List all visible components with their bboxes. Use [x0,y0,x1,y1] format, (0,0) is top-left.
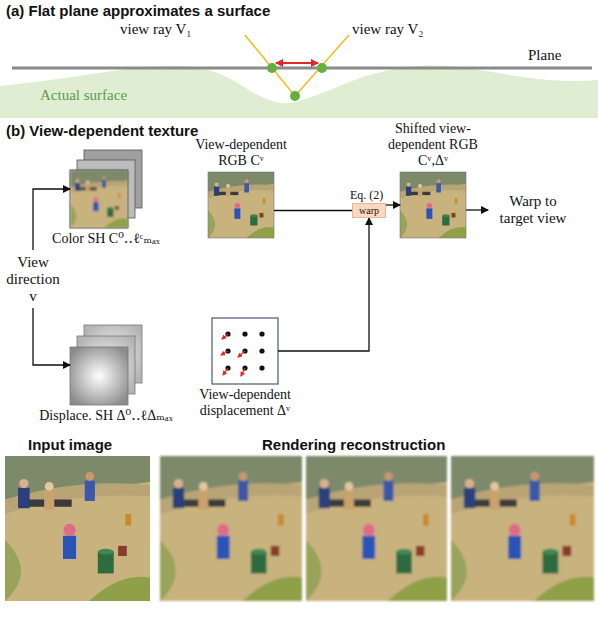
warp-box: warp [352,203,386,218]
connector-arrow [33,308,70,365]
reconstruction-images [160,456,594,601]
equation-ref: Eq. (2) [350,186,383,204]
view-rays [245,35,349,96]
color-sh-stack [70,150,142,228]
section-heading: (a) Flat plane approximates a surface [6,2,270,20]
node-text: View direction v [2,254,64,305]
node-text: View-dependent displacement Δᵛ [178,387,312,419]
node-text: Warp to target view [491,193,575,227]
connector-arrow [278,218,369,351]
displacement-sh-node: Displace. SH Δ⁰‥ℓΔₘₐₓ [70,325,142,405]
connector-arrow [274,210,352,211]
displacement-node: View-dependent displacement Δᵛ [212,318,278,384]
displacement-sh-stack [70,325,142,405]
node-text: Shifted view-dependent RGB Cᵛ,Δᵛ [377,121,489,169]
node-text: View-dependent RGB Cᵛ [189,137,293,169]
node-text: warp [353,205,385,217]
connector-arrow [466,209,488,210]
ray-label: view ray V₁ [120,20,192,38]
shifted-image-node: Shifted view-dependent RGB Cᵛ,Δᵛ [400,172,466,238]
view-direction-node: View direction v [2,250,64,308]
target-view-node: Warp to target view [488,190,578,230]
node-text: Displace. SH Δ⁰‥ℓΔₘₐₓ [31,408,181,424]
node-text: Color SH C⁰‥ℓᶜₘₐₓ [31,231,181,247]
plane-label: Plane [528,46,561,64]
section-heading: (b) View-dependent texture [6,122,198,140]
image-heading: Rendering reconstruction [262,436,445,454]
view-dependent-rgb-image [208,172,274,238]
intersection-points [267,63,327,101]
rgb-image-node: View-dependent RGB Cᵛ [208,172,274,238]
offset-arrow [276,62,318,64]
displacement-field [212,318,278,384]
ray-label: view ray V₂ [352,20,424,38]
plane-line [12,67,592,70]
shifted-rgb-image [400,172,466,238]
color-sh-node: Color SH C⁰‥ℓᶜₘₐₓ [70,150,142,228]
image-heading: Input image [28,436,112,454]
surface-label: Actual surface [40,86,127,104]
connector-arrow [386,204,400,205]
input-image [5,456,150,601]
